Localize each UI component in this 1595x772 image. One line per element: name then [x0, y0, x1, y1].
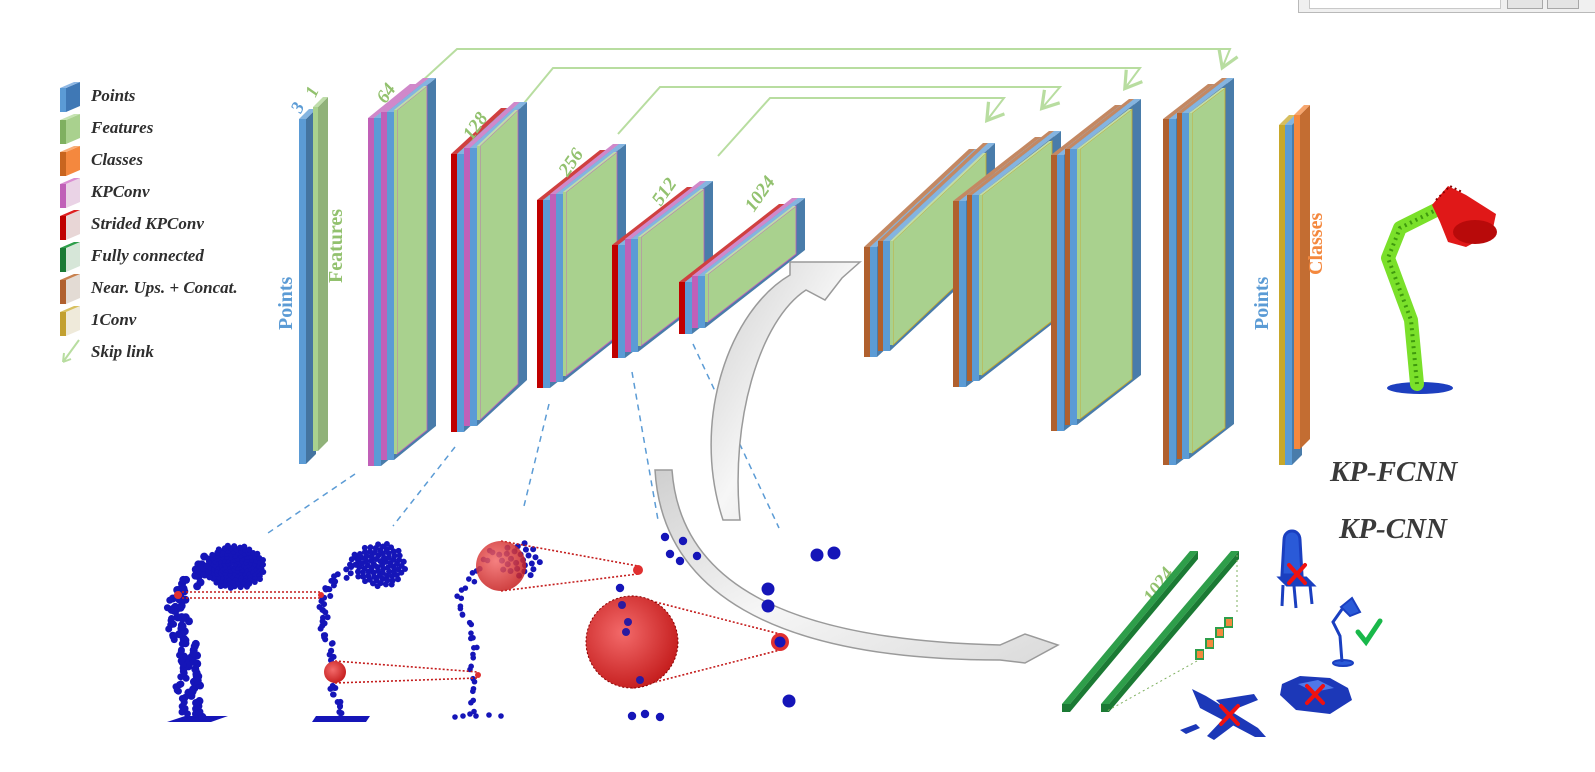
legend-label: Skip link — [91, 342, 154, 361]
kp-cnn-title: KP-CNN — [1338, 513, 1448, 545]
feature-block — [1077, 108, 1133, 420]
kernel-sphere — [585, 595, 679, 689]
feature-block — [477, 109, 519, 421]
point-clouds — [163, 532, 841, 722]
legend-label: Near. Ups. + Concat. — [91, 278, 238, 297]
fully-connected-swatch — [60, 242, 80, 272]
skip-link — [420, 48, 1239, 83]
kp-fcnn-title: KP-FCNN — [1329, 456, 1458, 488]
legend-label: Classes — [91, 150, 143, 169]
legend-label: Points — [91, 86, 136, 105]
point-cloud-level-4 — [761, 546, 841, 708]
kernel-sphere — [476, 541, 526, 591]
toolbar-button[interactable] — [1507, 0, 1543, 9]
class-scores — [1195, 617, 1233, 660]
flow-arrows — [654, 261, 1060, 664]
airplane-icon — [1180, 689, 1266, 740]
feature-block — [979, 140, 1053, 376]
legend-label: Fully connected — [91, 246, 204, 265]
kernel-projections — [174, 540, 789, 689]
kernel-sphere — [475, 672, 481, 678]
toolbar-widget — [1298, 0, 1595, 13]
features-swatch — [60, 114, 80, 144]
decoder-block-3 — [1051, 99, 1141, 431]
near-ups-swatch — [60, 274, 80, 304]
output-classes-layer — [1294, 105, 1310, 449]
classes-swatch — [60, 146, 80, 176]
skip-link — [519, 67, 1143, 109]
points-axis-label: Points — [275, 276, 297, 330]
check-icon — [1355, 618, 1383, 647]
features-dim-label: 1 — [301, 83, 323, 100]
skip-link-swatch — [62, 339, 80, 363]
feature-block — [705, 205, 797, 323]
point-cloud-level-0 — [163, 542, 267, 722]
strided-kpconv-swatch — [60, 210, 80, 240]
class-candidates — [1180, 529, 1383, 740]
legend-label: Strided KPConv — [91, 214, 204, 233]
cross-icon — [1287, 563, 1307, 585]
legend-label: KPConv — [91, 182, 150, 201]
legend-label: 1Conv — [91, 310, 137, 329]
output-labels: Points Classes — [1251, 213, 1327, 330]
kernel-sphere — [174, 591, 182, 599]
input-features-layer — [313, 97, 328, 451]
lamp-icon — [1331, 596, 1362, 667]
encoder-block-1024 — [679, 198, 805, 334]
point-cloud-level-1 — [312, 541, 408, 722]
feature-block — [394, 85, 428, 455]
kernel-sphere — [633, 565, 643, 575]
chair-icon — [1276, 529, 1317, 609]
skip-links — [420, 48, 1239, 157]
encoder — [299, 78, 805, 466]
kernel-sphere — [324, 661, 346, 683]
encoder-block-64 — [368, 78, 436, 466]
legend-label: Features — [91, 118, 154, 137]
search-field[interactable] — [1309, 0, 1501, 9]
skip-link — [617, 86, 1063, 135]
cnn-flow-arrow — [654, 469, 1060, 664]
feature-block — [1189, 87, 1226, 454]
kp-cnn-classifier: 1024 — [1062, 551, 1239, 712]
1conv-swatch — [60, 306, 80, 336]
decoder-block-4 — [1163, 78, 1234, 465]
kernel-sphere — [318, 592, 324, 598]
toolbar-button-2[interactable] — [1547, 0, 1579, 9]
fcnn-flow-arrow — [710, 261, 862, 521]
decoder — [864, 78, 1310, 465]
cross-icon — [1219, 704, 1240, 726]
points-swatch — [60, 82, 80, 112]
skip-link — [717, 97, 1007, 157]
decoder-block-2 — [953, 131, 1061, 387]
cross-icon — [1305, 684, 1325, 705]
output-classes-label: Classes — [1305, 213, 1327, 275]
segmented-lamp — [1381, 184, 1497, 394]
output-points-label: Points — [1251, 276, 1273, 330]
encoder-block-128 — [451, 102, 527, 432]
points-dim-label: 3 — [286, 99, 308, 117]
encoder-block-256 — [537, 144, 626, 388]
kpconv-swatch — [60, 178, 80, 208]
features-axis-label: Features — [325, 209, 347, 283]
